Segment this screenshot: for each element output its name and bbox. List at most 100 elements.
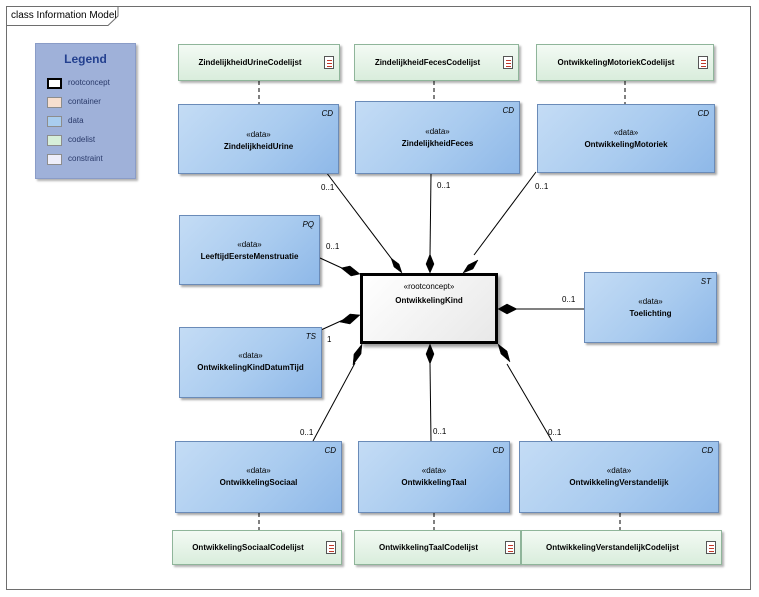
- class-ontwikkeling-taal[interactable]: CD «data» OntwikkelingTaal: [358, 441, 510, 513]
- class-leeftijd-eerste-menstruatie[interactable]: PQ «data» LeeftijdEersteMenstruatie: [179, 215, 320, 285]
- legend-swatch: [47, 154, 62, 165]
- datatype-tag: CD: [492, 446, 504, 455]
- codelist-name: OntwikkelingMotoriekCodelijst: [557, 58, 675, 67]
- class-name: OntwikkelingMotoriek: [584, 140, 668, 149]
- legend-item-rootconcept: rootconcept: [47, 78, 132, 91]
- class-zindelijkheid-feces[interactable]: CD «data» ZindelijkheidFeces: [355, 101, 520, 174]
- class-name: ZindelijkheidFeces: [401, 139, 474, 148]
- codelist-name: OntwikkelingSociaalCodelijst: [192, 543, 304, 552]
- class-name: ZindelijkheidUrine: [223, 142, 294, 151]
- codelist-zindelijkheid-urine[interactable]: ZindelijkheidUrineCodelijst: [178, 44, 340, 81]
- multiplicity-label: 0..1: [437, 181, 451, 190]
- class-name: Toelichting: [629, 309, 672, 318]
- composition-line: [320, 319, 344, 331]
- composition-diamond: [497, 343, 511, 363]
- document-icon: [706, 540, 716, 554]
- composition-diamond: [339, 313, 361, 325]
- class-name: OntwikkelingTaal: [401, 478, 467, 487]
- stereotype-label: «data»: [237, 240, 262, 249]
- composition-line: [473, 171, 537, 256]
- document-icon: [324, 55, 334, 69]
- class-zindelijkheid-urine[interactable]: CD «data» ZindelijkheidUrine: [178, 104, 339, 174]
- multiplicity-label: 0..1: [433, 427, 447, 436]
- codelist-zindelijkheid-feces[interactable]: ZindelijkheidFecesCodelijst: [354, 44, 519, 81]
- document-icon: [326, 540, 336, 554]
- legend-swatch: [47, 116, 62, 127]
- multiplicity-label: 0..1: [326, 242, 340, 251]
- composition-diamond: [425, 343, 435, 365]
- legend-swatch: [47, 135, 62, 146]
- datatype-tag: ST: [700, 277, 711, 286]
- codelist-ontwikkeling-taal[interactable]: OntwikkelingTaalCodelijst: [354, 530, 521, 565]
- legend-item-constraint: constraint: [47, 154, 132, 167]
- frame-tab: [6, 6, 119, 26]
- stereotype-label: «data»: [421, 466, 447, 475]
- stereotype-label: «data»: [425, 127, 450, 136]
- legend-swatch: [47, 97, 62, 108]
- stereotype-label: «data»: [238, 351, 263, 360]
- document-icon: [698, 55, 708, 69]
- legend-item-codelist: codelist: [47, 135, 132, 148]
- composition-line: [506, 363, 553, 442]
- composition-line: [429, 362, 432, 442]
- legend-label: constraint: [68, 154, 103, 163]
- stereotype-label: «data»: [246, 130, 271, 139]
- composition-diamond: [390, 257, 403, 274]
- legend-item-container: container: [47, 97, 132, 110]
- multiplicity-label: 1: [327, 335, 332, 344]
- class-name: OntwikkelingKind: [395, 296, 463, 305]
- codelist-ontwikkeling-verstandelijk[interactable]: OntwikkelingVerstandelijkCodelijst: [521, 530, 722, 565]
- legend-label: rootconcept: [68, 78, 110, 87]
- multiplicity-label: 0..1: [300, 428, 314, 437]
- multiplicity-label: 0..1: [535, 182, 549, 191]
- multiplicity-label: 0..1: [321, 183, 335, 192]
- stereotype-label: «data»: [246, 466, 271, 475]
- class-ontwikkeling-motoriek[interactable]: CD «data» OntwikkelingMotoriek: [537, 104, 715, 173]
- composition-diamond: [462, 259, 479, 274]
- document-icon: [503, 55, 513, 69]
- legend: Legend rootconcept container data codeli…: [35, 43, 136, 179]
- legend-title: Legend: [64, 52, 107, 66]
- datatype-tag: CD: [502, 106, 514, 115]
- codelist-name: ZindelijkheidFecesCodelijst: [374, 58, 481, 67]
- composition-line: [319, 257, 345, 270]
- diagram-frame: [6, 6, 751, 590]
- legend-swatch: [47, 78, 62, 89]
- document-icon: [505, 540, 515, 554]
- stereotype-label: «data»: [613, 128, 639, 137]
- stereotype-label: «data»: [638, 297, 663, 306]
- legend-label: data: [68, 116, 84, 125]
- datatype-tag: CD: [324, 446, 336, 455]
- composition-diamond: [352, 343, 363, 366]
- composition-diamond: [425, 253, 435, 274]
- multiplicity-label: 0..1: [562, 295, 576, 304]
- codelist-name: OntwikkelingTaalCodelijst: [379, 543, 478, 552]
- codelist-ontwikkeling-sociaal[interactable]: OntwikkelingSociaalCodelijst: [172, 530, 342, 565]
- composition-line: [312, 362, 356, 442]
- legend-label: container: [68, 97, 101, 106]
- datatype-tag: PQ: [302, 220, 314, 229]
- datatype-tag: CD: [321, 109, 333, 118]
- frame-title: class Information Model: [11, 10, 117, 21]
- class-ontwikkeling-kind-datum-tijd[interactable]: TS «data» OntwikkelingKindDatumTijd: [179, 327, 322, 398]
- class-toelichting[interactable]: ST «data» Toelichting: [584, 272, 717, 343]
- composition-line: [325, 171, 395, 263]
- datatype-tag: TS: [305, 332, 316, 341]
- datatype-tag: CD: [701, 446, 713, 455]
- root-concept-ontwikkeling-kind[interactable]: «rootconcept» OntwikkelingKind: [360, 273, 498, 344]
- codelist-name: ZindelijkheidUrineCodelijst: [198, 58, 302, 67]
- stereotype-label: «data»: [606, 466, 632, 475]
- class-ontwikkeling-verstandelijk[interactable]: CD «data» OntwikkelingVerstandelijk: [519, 441, 719, 513]
- datatype-tag: CD: [697, 109, 709, 118]
- class-name: LeeftijdEersteMenstruatie: [200, 252, 299, 261]
- composition-line: [429, 173, 432, 257]
- class-ontwikkeling-sociaal[interactable]: CD «data» OntwikkelingSociaal: [175, 441, 342, 513]
- multiplicity-label: 0..1: [548, 428, 562, 437]
- class-name: OntwikkelingVerstandelijk: [569, 478, 669, 487]
- codelist-ontwikkeling-motoriek[interactable]: OntwikkelingMotoriekCodelijst: [536, 44, 714, 81]
- composition-diamond: [340, 265, 361, 277]
- stereotype-label: «rootconcept»: [403, 282, 455, 291]
- class-name: OntwikkelingKindDatumTijd: [197, 363, 304, 372]
- legend-item-data: data: [47, 116, 132, 129]
